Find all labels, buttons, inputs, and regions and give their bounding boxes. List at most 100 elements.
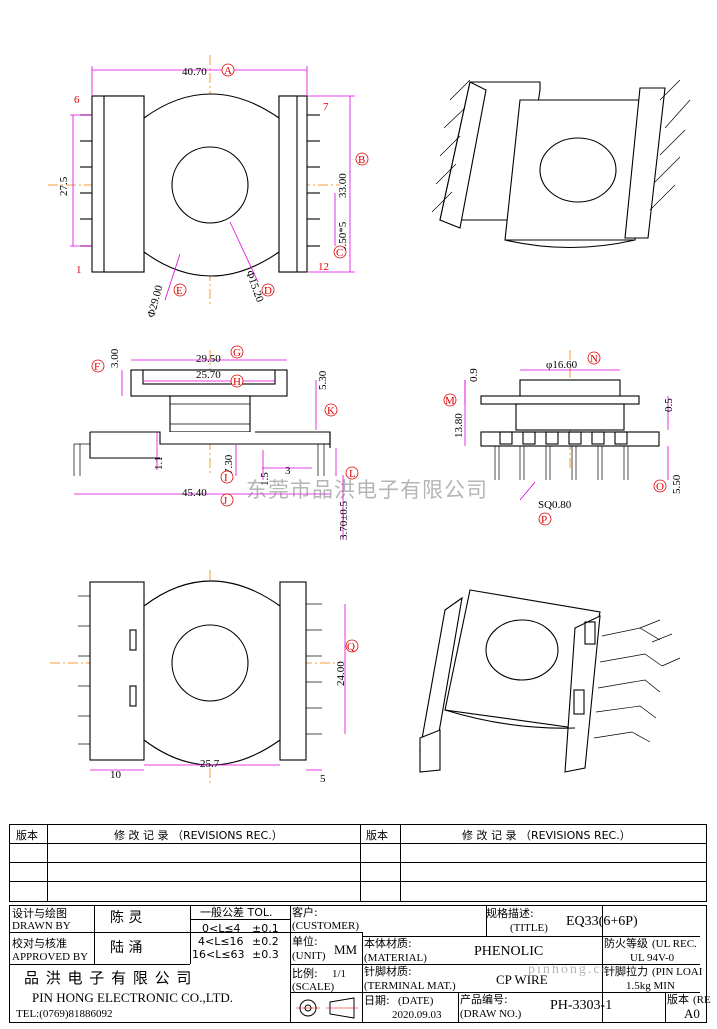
date-cn: 日期: (364, 994, 390, 1007)
rev-col-version-left: 版本 (16, 829, 38, 842)
tag-d: D (264, 285, 272, 297)
approved-by-en: APPROVED BY (12, 951, 89, 963)
tolerance-title: 一般公差 TOL. (200, 906, 273, 919)
tolerance-range-1: 0<L≤4 (202, 922, 241, 935)
draw-no-value: PH-3303-1 (550, 998, 613, 1013)
tolerance-value-2: ±0.2 (252, 935, 279, 948)
pin-label-7: 7 (323, 101, 329, 113)
dim-gap: 3 (285, 465, 291, 477)
dim-side-inner: 25.70 (196, 369, 221, 381)
tag-l: L (349, 468, 356, 480)
material-cn: 本体材质: (364, 937, 412, 950)
tag-h: H (233, 376, 241, 388)
revision-en: (RE (693, 994, 711, 1006)
dim-front-rib: 0.5 (663, 398, 675, 412)
dim-height: 33.00 (337, 173, 349, 198)
scale-value: 1/1 (332, 968, 347, 980)
company-tel: TEL:(0769)81886092 (16, 1008, 113, 1020)
rev-col-record-right: 修 改 记 录 （REVISIONS REC.） (462, 829, 631, 842)
technical-drawing: 40.70 A 27.5 33.00 B 5.50*5 C Φ15.20 D Φ… (48, 55, 691, 785)
terminal-en: (TERMINAL MAT.) (364, 980, 456, 992)
tag-c: C (336, 247, 343, 259)
dim-bottom-right: 5 (320, 773, 326, 785)
dim-front-offset: 0.9 (468, 368, 480, 382)
top-view: 40.70 A 27.5 33.00 B 5.50*5 C Φ15.20 D Φ… (48, 55, 369, 319)
date-en: (DATE) (398, 995, 434, 1007)
dim-side-height: 5.30 (317, 370, 329, 390)
pin-label-12: 12 (318, 261, 329, 273)
dim-front-pin: 5.50 (671, 474, 683, 494)
title-cn: 规格描述: (486, 907, 534, 920)
dim-bottom-width: 25.7 (200, 758, 220, 770)
dim-round: Φ29.00 (145, 284, 165, 319)
date-value: 2020.09.03 (392, 1009, 442, 1021)
tag-f: F (94, 361, 100, 373)
dim-tip: 1.5 (259, 472, 271, 486)
drawn-by-name: 陈 灵 (110, 910, 143, 926)
revision-value: A0 (684, 1006, 700, 1021)
customer-cn: 客户: (292, 906, 318, 919)
scale-en: (SCALE) (292, 981, 335, 993)
dim-bottom-span: 24.00 (335, 661, 347, 686)
revision-cn: 版本 (667, 993, 689, 1006)
bottom-view: 24.00 Q 10 25.7 5 (50, 570, 359, 785)
iso-view-top (431, 79, 691, 249)
terminal-value: CP WIRE (496, 972, 548, 987)
fire-rating-cn: 防火等级 (604, 937, 648, 950)
title-block: 设计与绘图 DRAWN BY 陈 灵 校对与核准 APPROVED BY 陆 涌… (9, 905, 711, 1023)
dim-pin-span: 27.5 (58, 176, 70, 196)
approved-by-name: 陆 涌 (110, 940, 143, 956)
tag-i: I (224, 472, 228, 484)
dim-front-diameter: φ16.60 (546, 359, 578, 371)
dim-pin-len: 7.30 (223, 454, 235, 474)
dim-hole: Φ15.20 (243, 269, 266, 304)
tag-o: O (656, 481, 664, 493)
pin-load-cn: 针脚拉力 (604, 965, 648, 978)
dim-pin-out: 3.70±0.5 (338, 500, 350, 540)
tag-e: E (176, 285, 183, 297)
tolerance-range-3: 16<L≤63 (192, 948, 245, 961)
site-watermark: pinhong.com (528, 962, 624, 977)
tag-n: N (590, 353, 598, 365)
tolerance-value-1: ±0.1 (252, 922, 279, 935)
revision-table: 版本 修 改 记 录 （REVISIONS REC.） 版本 修 改 记 录 （… (9, 824, 707, 902)
dim-side-top: 29.50 (196, 353, 221, 365)
company-watermark: 东莞市品洪电子有限公司 (246, 478, 488, 502)
tag-k: K (327, 405, 335, 417)
dim-flange: 3.00 (109, 348, 121, 368)
drawn-by-cn: 设计与绘图 (12, 907, 67, 920)
dim-pitch: 5.50*5 (337, 221, 349, 252)
material-en: (MATERIAL) (364, 952, 427, 964)
tag-p: P (541, 514, 547, 526)
rev-col-record-left: 修 改 记 录 （REVISIONS REC.） (114, 829, 283, 842)
approved-by-cn: 校对与核准 (12, 937, 67, 950)
pin-load-en: (PIN LOAI (652, 966, 703, 978)
draw-no-en: (DRAW NO.) (460, 1008, 522, 1020)
scale-cn: 比例: (292, 967, 318, 980)
fire-rating-value: UL 94V-0 (630, 952, 675, 964)
unit-value: MM (334, 942, 358, 957)
tag-j: J (223, 495, 228, 507)
company-name-cn: 品 洪 电 子 有 限 公 司 (24, 969, 193, 987)
title-value: EQ33(6+6P) (566, 914, 638, 929)
projection-symbol-icon (296, 997, 358, 1019)
tolerance-value-3: ±0.3 (252, 948, 279, 961)
fire-rating-en: (UL REC. (652, 938, 697, 950)
dim-width: 40.70 (182, 66, 207, 78)
tag-g: G (233, 347, 241, 359)
terminal-cn: 针脚材质: (364, 965, 412, 978)
rev-col-version-right: 版本 (366, 829, 388, 842)
tag-m: M (445, 395, 455, 407)
material-value: PHENOLIC (474, 944, 544, 959)
dim-front-height: 13.80 (453, 413, 465, 438)
tag-b: B (358, 154, 365, 166)
unit-cn: 单位: (292, 935, 318, 948)
company-name-en: PIN HONG ELECTRONIC CO.,LTD. (32, 990, 234, 1005)
dim-overall: 45.40 (182, 487, 207, 499)
iso-view-bottom (419, 589, 681, 773)
dim-base: 1.1 (153, 456, 165, 470)
drawn-by-en: DRAWN BY (12, 920, 71, 932)
customer-en: (CUSTOMER) (292, 920, 360, 932)
dim-bottom-left: 10 (110, 769, 122, 781)
unit-en: (UNIT) (292, 950, 326, 962)
